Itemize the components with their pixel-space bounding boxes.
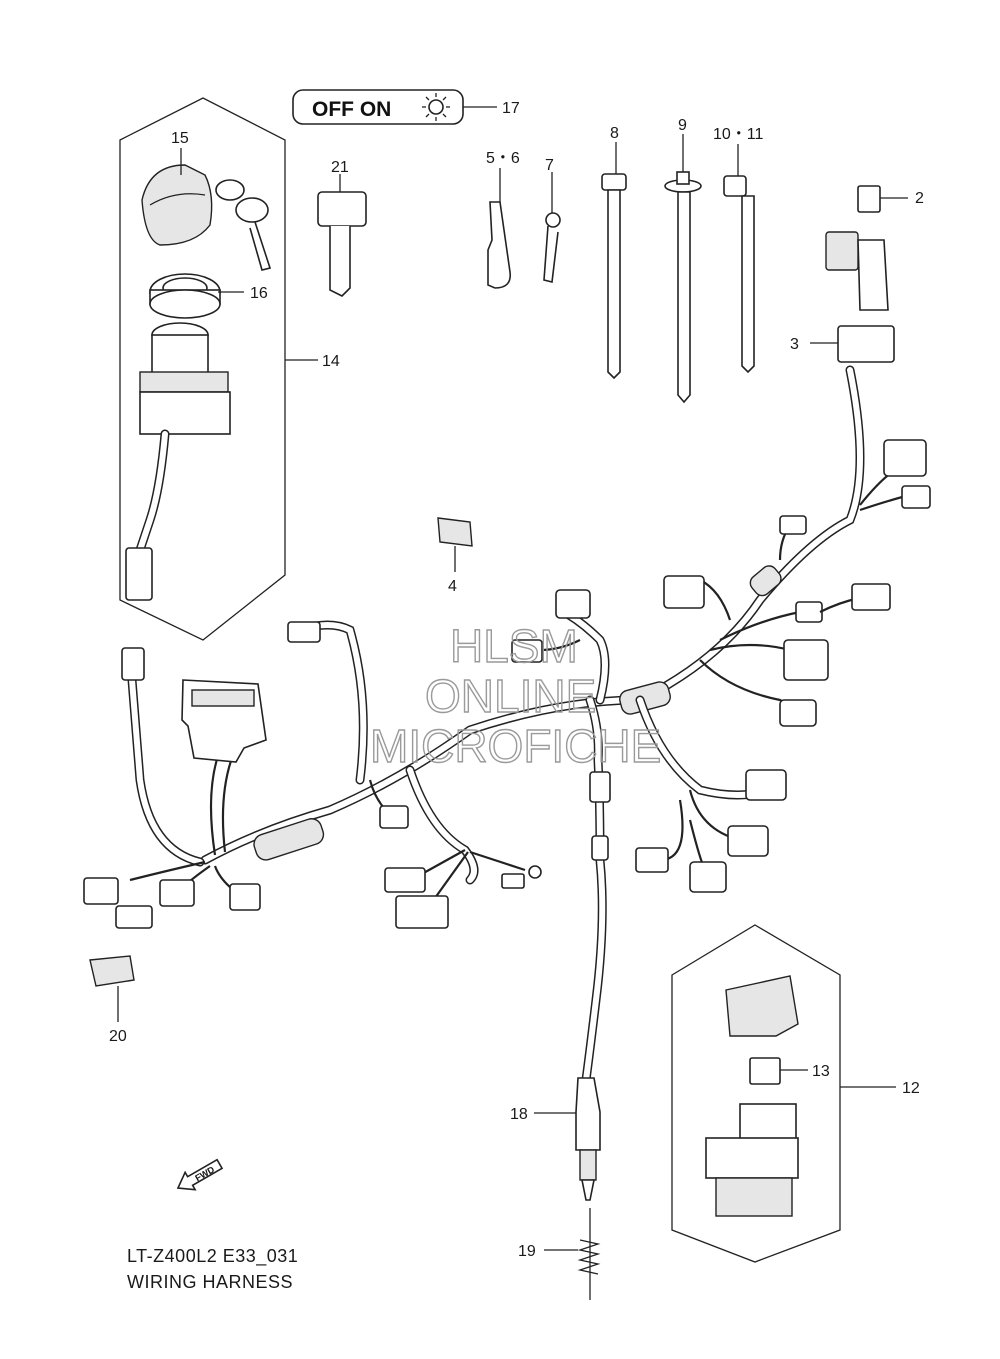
clamp-7 — [543, 172, 561, 283]
relay-group — [671, 924, 896, 1263]
cable-tie-10-11 — [723, 144, 755, 374]
callout-10-11: 10・11 — [713, 126, 764, 143]
watermark-line2: ONLINE — [425, 670, 596, 722]
key-cover — [141, 164, 213, 246]
callout-7: 7 — [545, 157, 554, 174]
oxygen-sensor — [534, 1077, 601, 1201]
callout-17: 17 — [502, 100, 520, 117]
callout-16: 16 — [250, 285, 268, 302]
callout-21: 21 — [331, 159, 349, 176]
callout-9: 9 — [678, 117, 687, 134]
callout-14: 14 — [322, 353, 340, 370]
relay-fuse — [749, 1057, 781, 1085]
connector-20 — [89, 955, 135, 1022]
ring-nut — [149, 273, 221, 319]
diagram-title: WIRING HARNESS — [127, 1272, 293, 1292]
callout-3: 3 — [790, 336, 799, 353]
spring-19 — [544, 1208, 601, 1300]
fuse-2 — [857, 185, 908, 213]
fuse-holder-3 — [810, 231, 895, 363]
watermark-line1: HLSM — [450, 620, 578, 672]
key-blank — [317, 174, 367, 297]
ignition-switch-body — [139, 322, 231, 435]
ignition-connector — [125, 547, 153, 601]
clamp-5-6 — [487, 168, 512, 289]
watermark: HLSM ONLINE MICROFICHE — [369, 619, 662, 772]
callout-20: 20 — [109, 1028, 127, 1045]
callout-15: 15 — [171, 130, 189, 147]
main-wiring-harness — [83, 365, 931, 1085]
callout-12: 12 — [902, 1080, 920, 1097]
connector-4 — [437, 517, 473, 572]
watermark-line3: MICROFICHE — [370, 720, 661, 772]
callout-18: 18 — [510, 1106, 528, 1123]
callout-13: 13 — [812, 1063, 830, 1080]
ignition-switch-group — [119, 97, 318, 641]
callout-5-6: 5・6 — [486, 150, 520, 167]
callout-19: 19 — [518, 1243, 536, 1260]
cable-tie-8 — [601, 142, 627, 380]
fwd-arrow-icon: FWD — [176, 1158, 224, 1191]
callout-8: 8 — [610, 125, 619, 142]
model-code: LT-Z400L2 E33_031 — [127, 1246, 298, 1267]
callout-2: 2 — [915, 190, 924, 207]
ignition-key — [215, 179, 272, 271]
off-on-text: OFF ON — [312, 98, 391, 121]
light-bulb-icon — [422, 93, 450, 121]
switch-label-plate: OFF ON — [292, 89, 497, 125]
callout-4: 4 — [448, 578, 457, 595]
cable-tie-9 — [664, 134, 702, 404]
